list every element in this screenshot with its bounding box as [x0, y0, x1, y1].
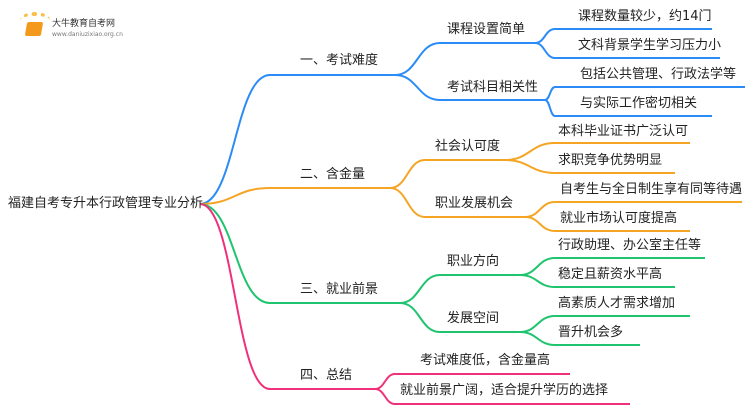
leaf-admin-roles: 行政助理、办公室主任等: [558, 238, 702, 253]
node-career-direction: 职业方向: [447, 254, 500, 269]
node-connector: [399, 302, 520, 333]
node-connector: [399, 274, 520, 304]
leaf-talent-demand: 高素质人才需求增加: [558, 296, 676, 311]
branch-difficulty: 一、考试难度: [300, 53, 379, 68]
logo-dots-icon: [20, 12, 50, 28]
node-connector: [374, 388, 630, 405]
node-connector: [389, 187, 525, 218]
branch-value: 二、含金量: [300, 167, 366, 182]
leaf-connector: [519, 274, 675, 288]
node-connector: [394, 74, 545, 101]
leaf-stable-salary: 稳定且薪资水平高: [558, 267, 663, 282]
node-career-opportunity: 职业发展机会: [435, 196, 514, 211]
node-course-setup: 课程设置简单: [447, 22, 526, 37]
leaf-subjects: 包括公共管理、行政法学等: [580, 67, 737, 82]
leaf-equal-treatment: 自考生与全日制生享有同等待遇: [560, 182, 743, 197]
node-summary-2: 就业前景广阔，适合提升学历的选择: [400, 383, 609, 398]
node-connector: [394, 42, 535, 76]
leaf-market-recognition: 就业市场认可度提高: [560, 211, 678, 226]
leaf-connector: [524, 216, 690, 232]
leaf-practical: 与实际工作密切相关: [580, 96, 698, 111]
branch-connector: [199, 187, 390, 205]
logo-name: 大牛教育自考网: [52, 19, 116, 29]
node-growth-space: 发展空间: [447, 311, 500, 326]
branch-prospects: 三、就业前景: [300, 282, 379, 297]
branch-connector: [199, 203, 375, 390]
watermark-logo: 大牛教育自考网 www.daniuzixiao.org.cn: [18, 12, 128, 48]
node-social-recognition: 社会认可度: [435, 139, 501, 154]
leaf-course-count: 课程数量较少，约14门: [578, 9, 712, 24]
leaf-connector: [534, 42, 720, 59]
leaf-job-advantage: 求职竞争优势明显: [558, 153, 663, 168]
node-summary-1: 考试难度低，含金量高: [420, 353, 551, 368]
branch-summary: 四、总结: [300, 368, 353, 383]
node-connector: [389, 159, 505, 189]
branch-connector: [199, 74, 395, 205]
leaf-recognized-degree: 本科毕业证书广泛认可: [558, 124, 689, 139]
root-node: 福建自考专升本行政管理专业分析: [8, 196, 204, 211]
leaf-connector: [519, 331, 640, 346]
logo-url: www.daniuzixiao.org.cn: [52, 31, 123, 38]
leaf-promotion: 晋升机会多: [558, 325, 624, 340]
branch-connector: [199, 203, 400, 304]
leaf-low-pressure: 文科背景学生学习压力小: [578, 38, 722, 53]
leaf-connector: [504, 142, 690, 161]
leaf-connector: [544, 99, 712, 117]
leaf-connector: [504, 159, 675, 174]
node-subject-relevance: 考试科目相关性: [447, 80, 539, 95]
